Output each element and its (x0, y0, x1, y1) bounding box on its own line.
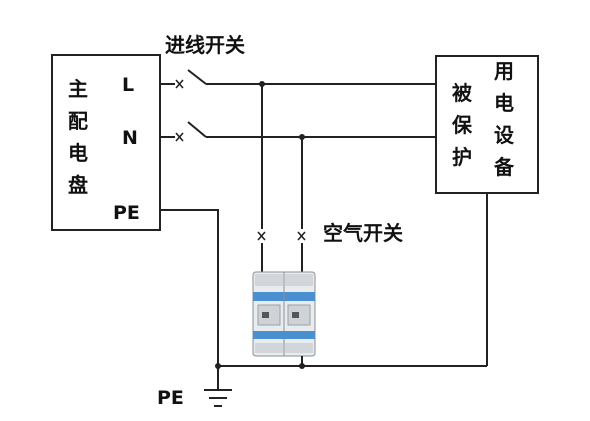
main-panel-char-2: 配 (68, 109, 88, 133)
equipment-char-2: 电 (494, 91, 514, 115)
terminal-l-label: L (122, 74, 134, 96)
equipment-char-4: 备 (493, 155, 515, 179)
terminal-n-label: N (122, 127, 138, 149)
equipment-box (435, 55, 539, 194)
ground-icon (204, 366, 232, 407)
air-switch-l-mark (257, 231, 266, 241)
pe-wire (160, 209, 219, 366)
protected-char-2: 保 (451, 113, 473, 137)
air-switch-n-mark (297, 231, 306, 241)
terminal-pe-label: PE (113, 202, 140, 224)
incoming-switch-label: 进线开关 (165, 33, 245, 57)
protected-char-3: 护 (452, 145, 472, 169)
protected-char-1: 被 (452, 81, 473, 105)
main-panel-char-3: 电 (68, 141, 88, 165)
air-switch-label: 空气开关 (323, 221, 403, 245)
l-switch-contact-mark (175, 79, 184, 89)
main-panel-box (51, 54, 161, 231)
spd-ground-junction-dot (299, 363, 305, 369)
main-panel-char-1: 主 (68, 77, 88, 101)
ground-pe-label: PE (157, 387, 184, 409)
n-switch-blade (187, 121, 207, 138)
l-switch-blade (187, 69, 207, 85)
equipment-char-3: 设 (494, 123, 514, 147)
l-line (160, 69, 436, 89)
n-switch-contact-mark (175, 132, 184, 142)
surge-protector (252, 271, 316, 357)
equipment-char-1: 用 (494, 59, 514, 83)
main-panel-char-4: 盘 (68, 173, 88, 197)
n-line (160, 121, 436, 142)
